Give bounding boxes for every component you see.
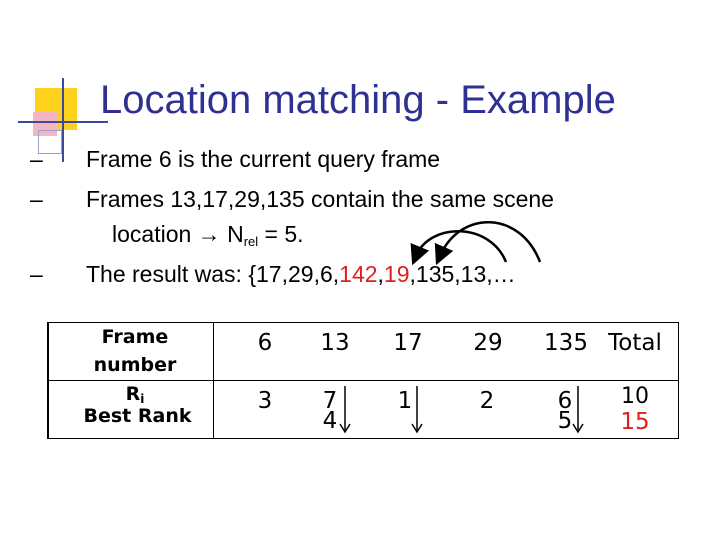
ri-cell: 3 xyxy=(257,388,273,414)
decorative-horizontal-line xyxy=(18,121,108,123)
bullet-dash: – xyxy=(30,186,43,212)
n-subscript: rel xyxy=(243,234,259,249)
slide-title: Location matching - Example xyxy=(100,78,616,122)
ri-cell: 7 xyxy=(322,388,338,414)
bullet-dash: – xyxy=(30,261,43,287)
frame-header-line2: number xyxy=(93,354,177,376)
ri-total-cell: 10 xyxy=(621,384,649,409)
best-rank-total-cell: 15 xyxy=(610,409,660,435)
bullet-text: ,135,13,… xyxy=(409,261,516,287)
frame-cell: 29 xyxy=(473,330,503,356)
frame-header-line1: Frame xyxy=(101,326,169,348)
frame-cell: 13 xyxy=(320,330,350,356)
frame-cell: 17 xyxy=(393,330,423,356)
best-rank-cell: 4 xyxy=(322,408,338,434)
decorative-square-outline xyxy=(38,130,62,154)
ri-cell: 2 xyxy=(479,388,495,414)
table-row-divider xyxy=(47,380,679,381)
bullet-text: Frames 13,17,29,135 contain the same sce… xyxy=(86,186,554,212)
bullet-text: = 5. xyxy=(258,221,304,247)
frame-cell: 135 xyxy=(544,330,588,356)
ri-label-subscript: i xyxy=(140,392,145,406)
bullet-dash: – xyxy=(30,146,43,172)
decorative-square-pink xyxy=(33,112,57,136)
frame-cell: 6 xyxy=(257,330,273,356)
best-rank-cell: 5 xyxy=(557,408,573,434)
highlight-142: 142 xyxy=(339,261,378,287)
total-header: Total xyxy=(608,330,662,356)
bullet-1: – Frame 6 is the current query frame xyxy=(0,146,720,176)
bullet-text: , xyxy=(377,261,384,287)
ri-cell: 1 xyxy=(397,388,413,414)
ri-cell: 6 xyxy=(557,388,573,414)
ri-label: R xyxy=(125,383,141,405)
n-symbol: N xyxy=(227,221,244,247)
curved-arrow-2 xyxy=(434,221,542,266)
right-arrow-icon: → xyxy=(197,221,221,247)
highlight-19: 19 xyxy=(383,261,410,287)
bullet-3: – The result was: {17,29,6,142,19,135,13… xyxy=(0,261,720,291)
bullet-2: – Frames 13,17,29,135 contain the same s… xyxy=(0,186,720,216)
bullet-text: location xyxy=(112,221,198,247)
bullet-text: Frame 6 is the current query frame xyxy=(86,146,441,172)
best-rank-label: Best Rank xyxy=(83,405,192,427)
bullet-2-continuation: location → Nrel = 5. xyxy=(0,221,720,251)
bullet-text: The result was: {17,29,6, xyxy=(86,261,340,287)
table-column-divider xyxy=(213,322,214,439)
decorative-vertical-line xyxy=(62,78,64,162)
